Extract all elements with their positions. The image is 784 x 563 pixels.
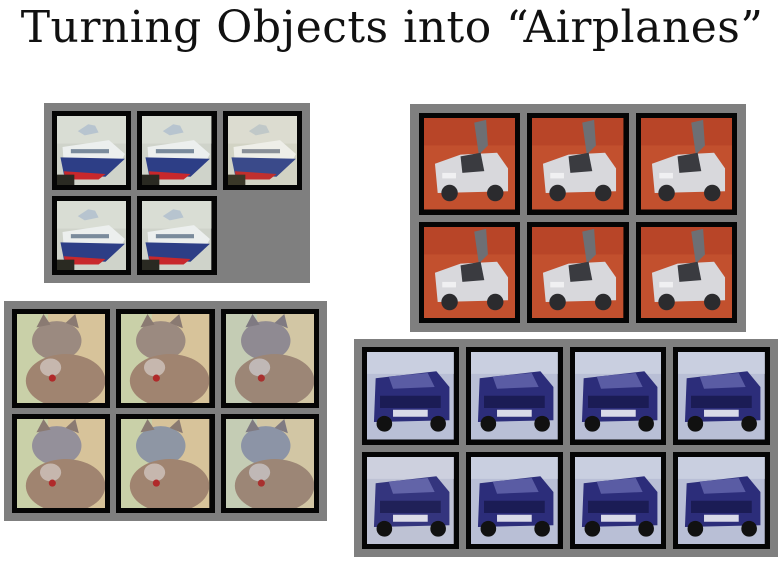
ship-image-panel: [44, 103, 310, 283]
ship-thumbnail: [52, 196, 132, 275]
ship-thumbnail: [137, 196, 217, 275]
car-image: [424, 118, 516, 210]
truck-thumbnail: [569, 451, 667, 549]
truck-image: [367, 352, 454, 440]
ship-thumbnail: [137, 111, 217, 190]
truck-thumbnail: [673, 451, 770, 549]
ship-image: [142, 201, 212, 270]
car-thumbnail: [419, 113, 521, 215]
cat-thumbnail: [220, 309, 319, 408]
car-thumbnail: [419, 221, 521, 323]
car-thumbnail: [527, 221, 629, 323]
truck-image: [678, 352, 765, 440]
car-image: [424, 226, 516, 318]
cat-image: [121, 419, 210, 508]
truck-thumbnail: [673, 347, 770, 445]
ship-image: [142, 116, 212, 185]
truck-thumbnail: [569, 347, 667, 445]
truck-image: [470, 352, 558, 440]
ship-thumbnail: [52, 111, 132, 190]
car-image: [532, 118, 624, 210]
truck-image: [367, 456, 454, 544]
truck-thumbnail: [362, 347, 459, 445]
cat-image: [17, 314, 106, 403]
truck-image: [574, 352, 662, 440]
cat-image: [225, 314, 314, 403]
car-image: [640, 118, 732, 210]
cat-image-panel: [4, 301, 327, 521]
cat-thumbnail: [116, 414, 215, 513]
cat-image: [225, 419, 314, 508]
ship-thumbnail: [222, 111, 302, 190]
cat-image: [17, 419, 106, 508]
ship-image: [227, 116, 297, 185]
slide-title: Turning Objects into “Airplanes”: [20, 2, 764, 53]
car-image-panel: [410, 104, 746, 332]
truck-image-panel: [354, 339, 778, 557]
cat-thumbnail: [12, 309, 111, 408]
cat-thumbnail: [12, 414, 111, 513]
truck-image: [678, 456, 765, 544]
truck-image: [574, 456, 662, 544]
ship-image: [57, 116, 127, 185]
car-thumbnail: [635, 221, 737, 323]
car-image: [640, 226, 732, 318]
car-image: [532, 226, 624, 318]
truck-image: [470, 456, 558, 544]
cat-thumbnail: [220, 414, 319, 513]
ship-image: [57, 201, 127, 270]
truck-thumbnail: [362, 451, 459, 549]
car-thumbnail: [527, 113, 629, 215]
truck-thumbnail: [465, 347, 563, 445]
cat-image: [121, 314, 210, 403]
truck-thumbnail: [465, 451, 563, 549]
car-thumbnail: [635, 113, 737, 215]
cat-thumbnail: [116, 309, 215, 408]
